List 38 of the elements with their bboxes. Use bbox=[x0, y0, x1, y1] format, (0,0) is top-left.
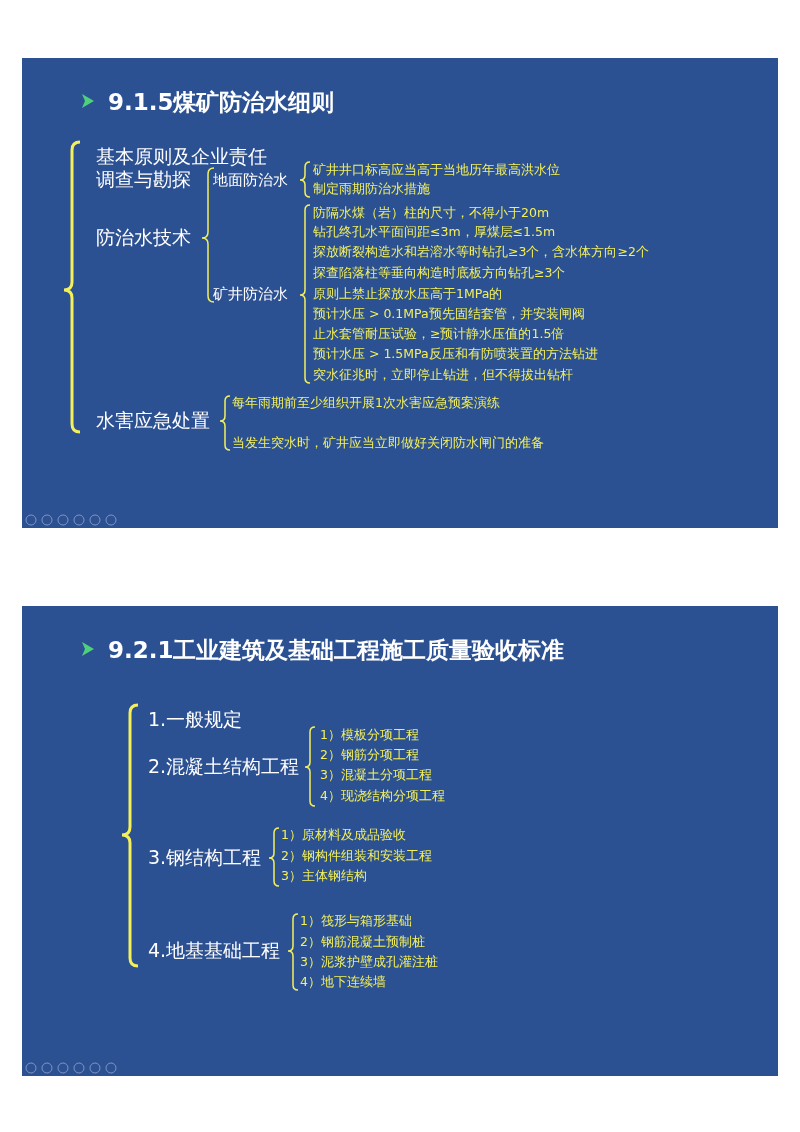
detail-text: 2）钢构件组装和安装工程 bbox=[281, 848, 432, 864]
detail-text: 3）混凝土分项工程 bbox=[320, 767, 432, 783]
detail-text: 3）主体钢结构 bbox=[281, 868, 367, 884]
topic-text: 4.地基基础工程 bbox=[148, 940, 281, 962]
detail-text: 4）地下连续墙 bbox=[300, 974, 386, 990]
topic-text: 水害应急处置 bbox=[96, 410, 210, 432]
detail-text: 3）泥浆护壁成孔灌注桩 bbox=[300, 954, 438, 970]
detail-text: 2）钢筋混凝土预制桩 bbox=[300, 934, 425, 950]
topic-text: 3.钢结构工程 bbox=[148, 847, 262, 869]
subtopic-text: 矿井防治水 bbox=[213, 286, 288, 304]
detail-text: 制定雨期防治水措施 bbox=[313, 181, 430, 197]
detail-text: 防隔水煤（岩）柱的尺寸，不得小于20m bbox=[313, 205, 550, 221]
detail-text: 矿井井口标高应当高于当地历年最高洪水位 bbox=[313, 162, 560, 178]
topic-text: 调查与勘探 bbox=[96, 169, 191, 191]
detail-text: 1）模板分项工程 bbox=[320, 727, 419, 743]
topic-text: 基本原则及企业责任 bbox=[96, 146, 267, 168]
slide-title: 9.1.5煤矿防治水细则 bbox=[108, 88, 335, 116]
detail-text: 1）原材料及成品验收 bbox=[281, 827, 406, 843]
detail-text: 1）筏形与箱形基础 bbox=[300, 913, 412, 929]
detail-text: 探查陷落柱等垂向构造时底板方向钻孔≥3个 bbox=[313, 265, 566, 281]
detail-text: 突水征兆时，立即停止钻进，但不得拔出钻杆 bbox=[313, 367, 573, 383]
slide-panel bbox=[22, 606, 778, 1076]
subtopic-text: 地面防治水 bbox=[213, 172, 288, 190]
detail-text: 预计水压 > 0.1MPa预先固结套管，并安装闸阀 bbox=[313, 306, 585, 322]
detail-text: 钻孔终孔水平面间距≤3m，厚煤层≤1.5m bbox=[313, 224, 556, 240]
detail-text: 当发生突水时，矿井应当立即做好关闭防水闸门的准备 bbox=[232, 435, 544, 451]
detail-text: 每年雨期前至少组织开展1次水害应急预案演练 bbox=[232, 395, 500, 411]
topic-text: 2.混凝土结构工程 bbox=[148, 756, 300, 778]
slide-panel bbox=[22, 58, 778, 528]
detail-text: 止水套管耐压试验，≥预计静水压值的1.5倍 bbox=[313, 326, 565, 342]
topic-text: 防治水技术 bbox=[96, 227, 191, 249]
detail-text: 原则上禁止探放水压高于1MPa的 bbox=[313, 286, 503, 302]
topic-text: 1.一般规定 bbox=[148, 709, 243, 731]
slide-title: 9.2.1工业建筑及基础工程施工质量验收标准 bbox=[108, 636, 565, 664]
detail-text: 探放断裂构造水和岩溶水等时钻孔≥3个，含水体方向≥2个 bbox=[313, 244, 649, 260]
detail-text: 预计水压 > 1.5MPa反压和有防喷装置的方法钻进 bbox=[313, 346, 598, 362]
detail-text: 4）现浇结构分项工程 bbox=[320, 788, 445, 804]
detail-text: 2）钢筋分项工程 bbox=[320, 747, 419, 763]
